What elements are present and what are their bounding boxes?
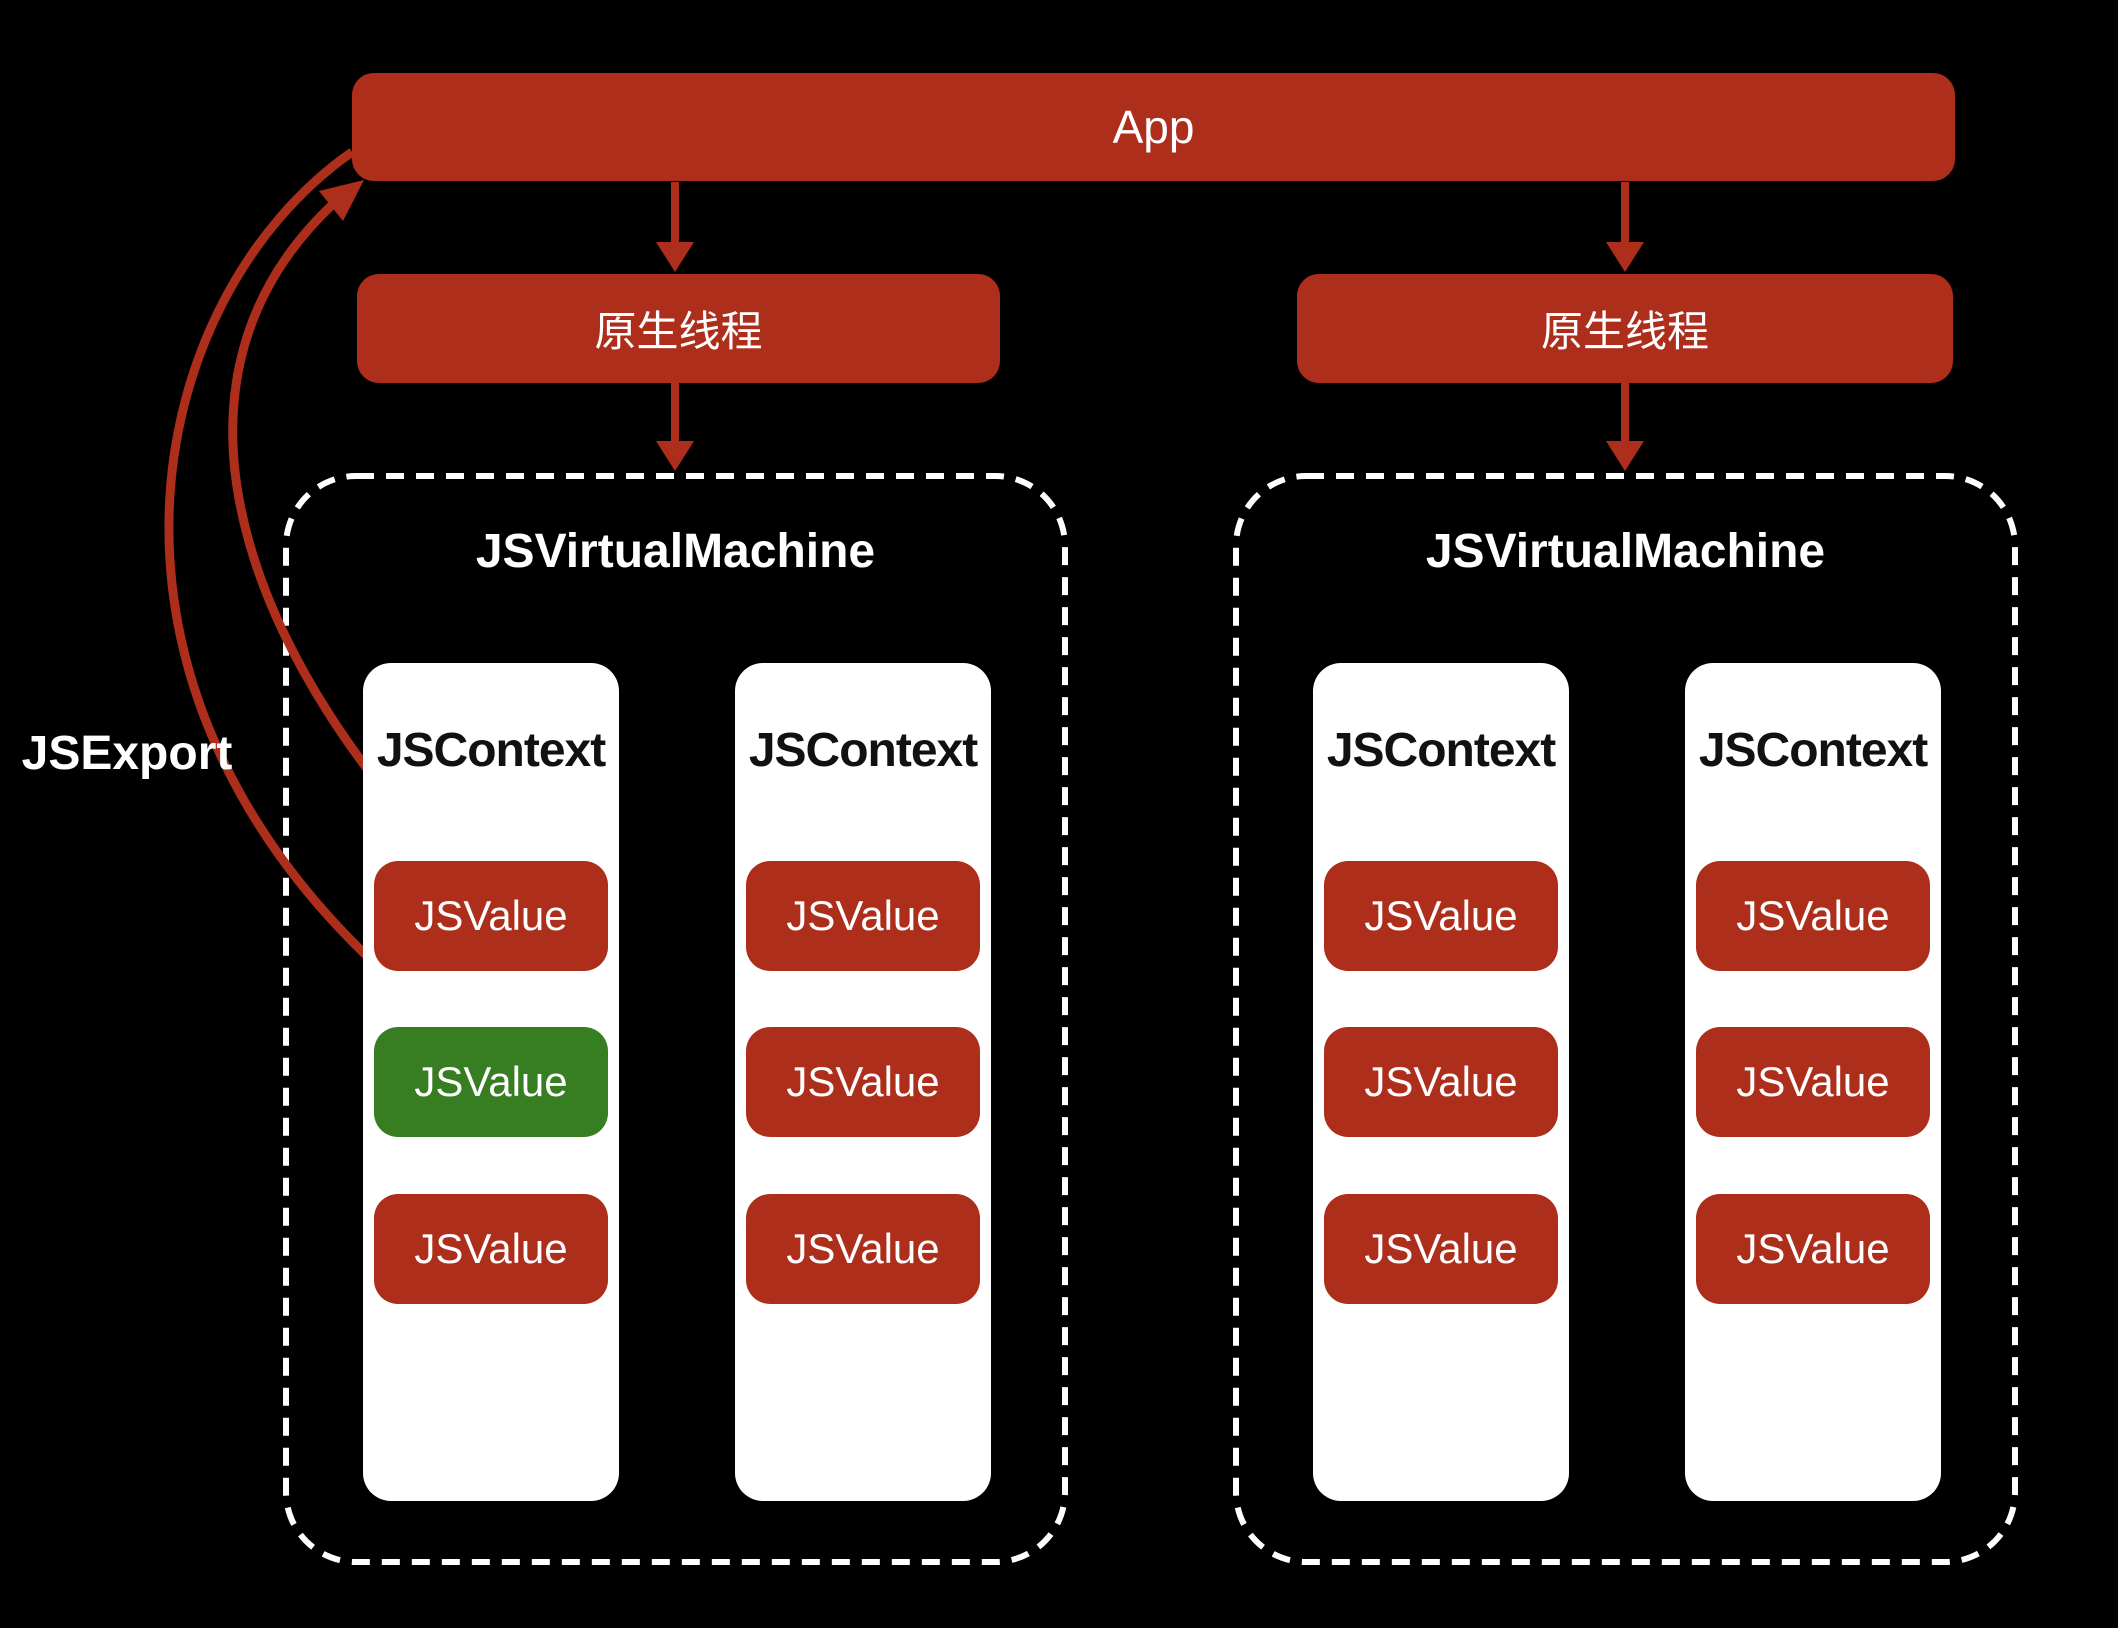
arrow-app-to-left-thread	[656, 182, 694, 272]
jsvalue-label: JSValue	[786, 1058, 940, 1105]
jsvalue-label: JSValue	[414, 1058, 568, 1105]
jscontext-2-title: JSContext	[748, 724, 978, 777]
jsvalue-node: JSValue	[746, 1027, 980, 1137]
jsvalue-label: JSValue	[786, 1225, 940, 1272]
jsvalue-node: JSValue	[1324, 861, 1558, 971]
jsvalue-node: JSValue	[1324, 1194, 1558, 1304]
jsvalue-label: JSValue	[1364, 892, 1518, 939]
native-thread-right-node: 原生线程	[1297, 274, 1953, 383]
jsvalue-node: JSValue	[746, 861, 980, 971]
jscontext-1-title: JSContext	[376, 724, 606, 777]
jsvirtualmachine-left-title: JSVirtualMachine	[475, 525, 876, 578]
jsvalue-label: JSValue	[1364, 1225, 1518, 1272]
jsvalue-label: JSValue	[1736, 1225, 1890, 1272]
jscontext-4-title: JSContext	[1698, 724, 1928, 777]
jscontext-2: JSContext JSValue JSValue JSValue	[735, 663, 991, 1501]
jsvalue-label: JSValue	[786, 892, 940, 939]
jsvalue-label: JSValue	[1364, 1058, 1518, 1105]
jsvalue-node: JSValue	[374, 861, 608, 971]
jsvalue-node-exported: JSValue	[374, 1027, 608, 1137]
jsvirtualmachine-right: JSVirtualMachine JSContext JSValue JSVal…	[1233, 473, 2018, 1565]
jsvalue-node: JSValue	[1696, 861, 1930, 971]
jsvalue-label: JSValue	[414, 1225, 568, 1272]
app-node: App	[352, 73, 1955, 181]
jsvirtualmachine-right-title: JSVirtualMachine	[1425, 525, 1826, 578]
jsvalue-label: JSValue	[1736, 892, 1890, 939]
jsvirtualmachine-left: JSVirtualMachine JSContext JSValue JSVal…	[283, 473, 1068, 1565]
native-thread-left-node: 原生线程	[357, 274, 1000, 383]
native-thread-right-label: 原生线程	[1540, 308, 1709, 355]
jsvalue-label: JSValue	[414, 892, 568, 939]
jsvalue-node: JSValue	[1324, 1027, 1558, 1137]
jsvalue-node: JSValue	[1696, 1194, 1930, 1304]
jsvalue-node: JSValue	[746, 1194, 980, 1304]
jscontext-1: JSContext JSValue JSValue JSValue	[363, 663, 619, 1501]
native-thread-left-label: 原生线程	[594, 308, 763, 355]
arrow-app-to-right-thread	[1606, 182, 1644, 272]
jscontext-3-title: JSContext	[1326, 724, 1556, 777]
app-label: App	[1112, 101, 1195, 153]
arrow-left-thread-to-vm	[656, 383, 694, 471]
jscontext-3: JSContext JSValue JSValue JSValue	[1313, 663, 1569, 1501]
arrow-right-thread-to-vm	[1606, 383, 1644, 471]
jscontext-4: JSContext JSValue JSValue JSValue	[1685, 663, 1941, 1501]
jsvalue-node: JSValue	[1696, 1027, 1930, 1137]
jsvalue-node: JSValue	[374, 1194, 608, 1304]
jsvalue-label: JSValue	[1736, 1058, 1890, 1105]
jsexport-label: JSExport	[21, 727, 233, 780]
